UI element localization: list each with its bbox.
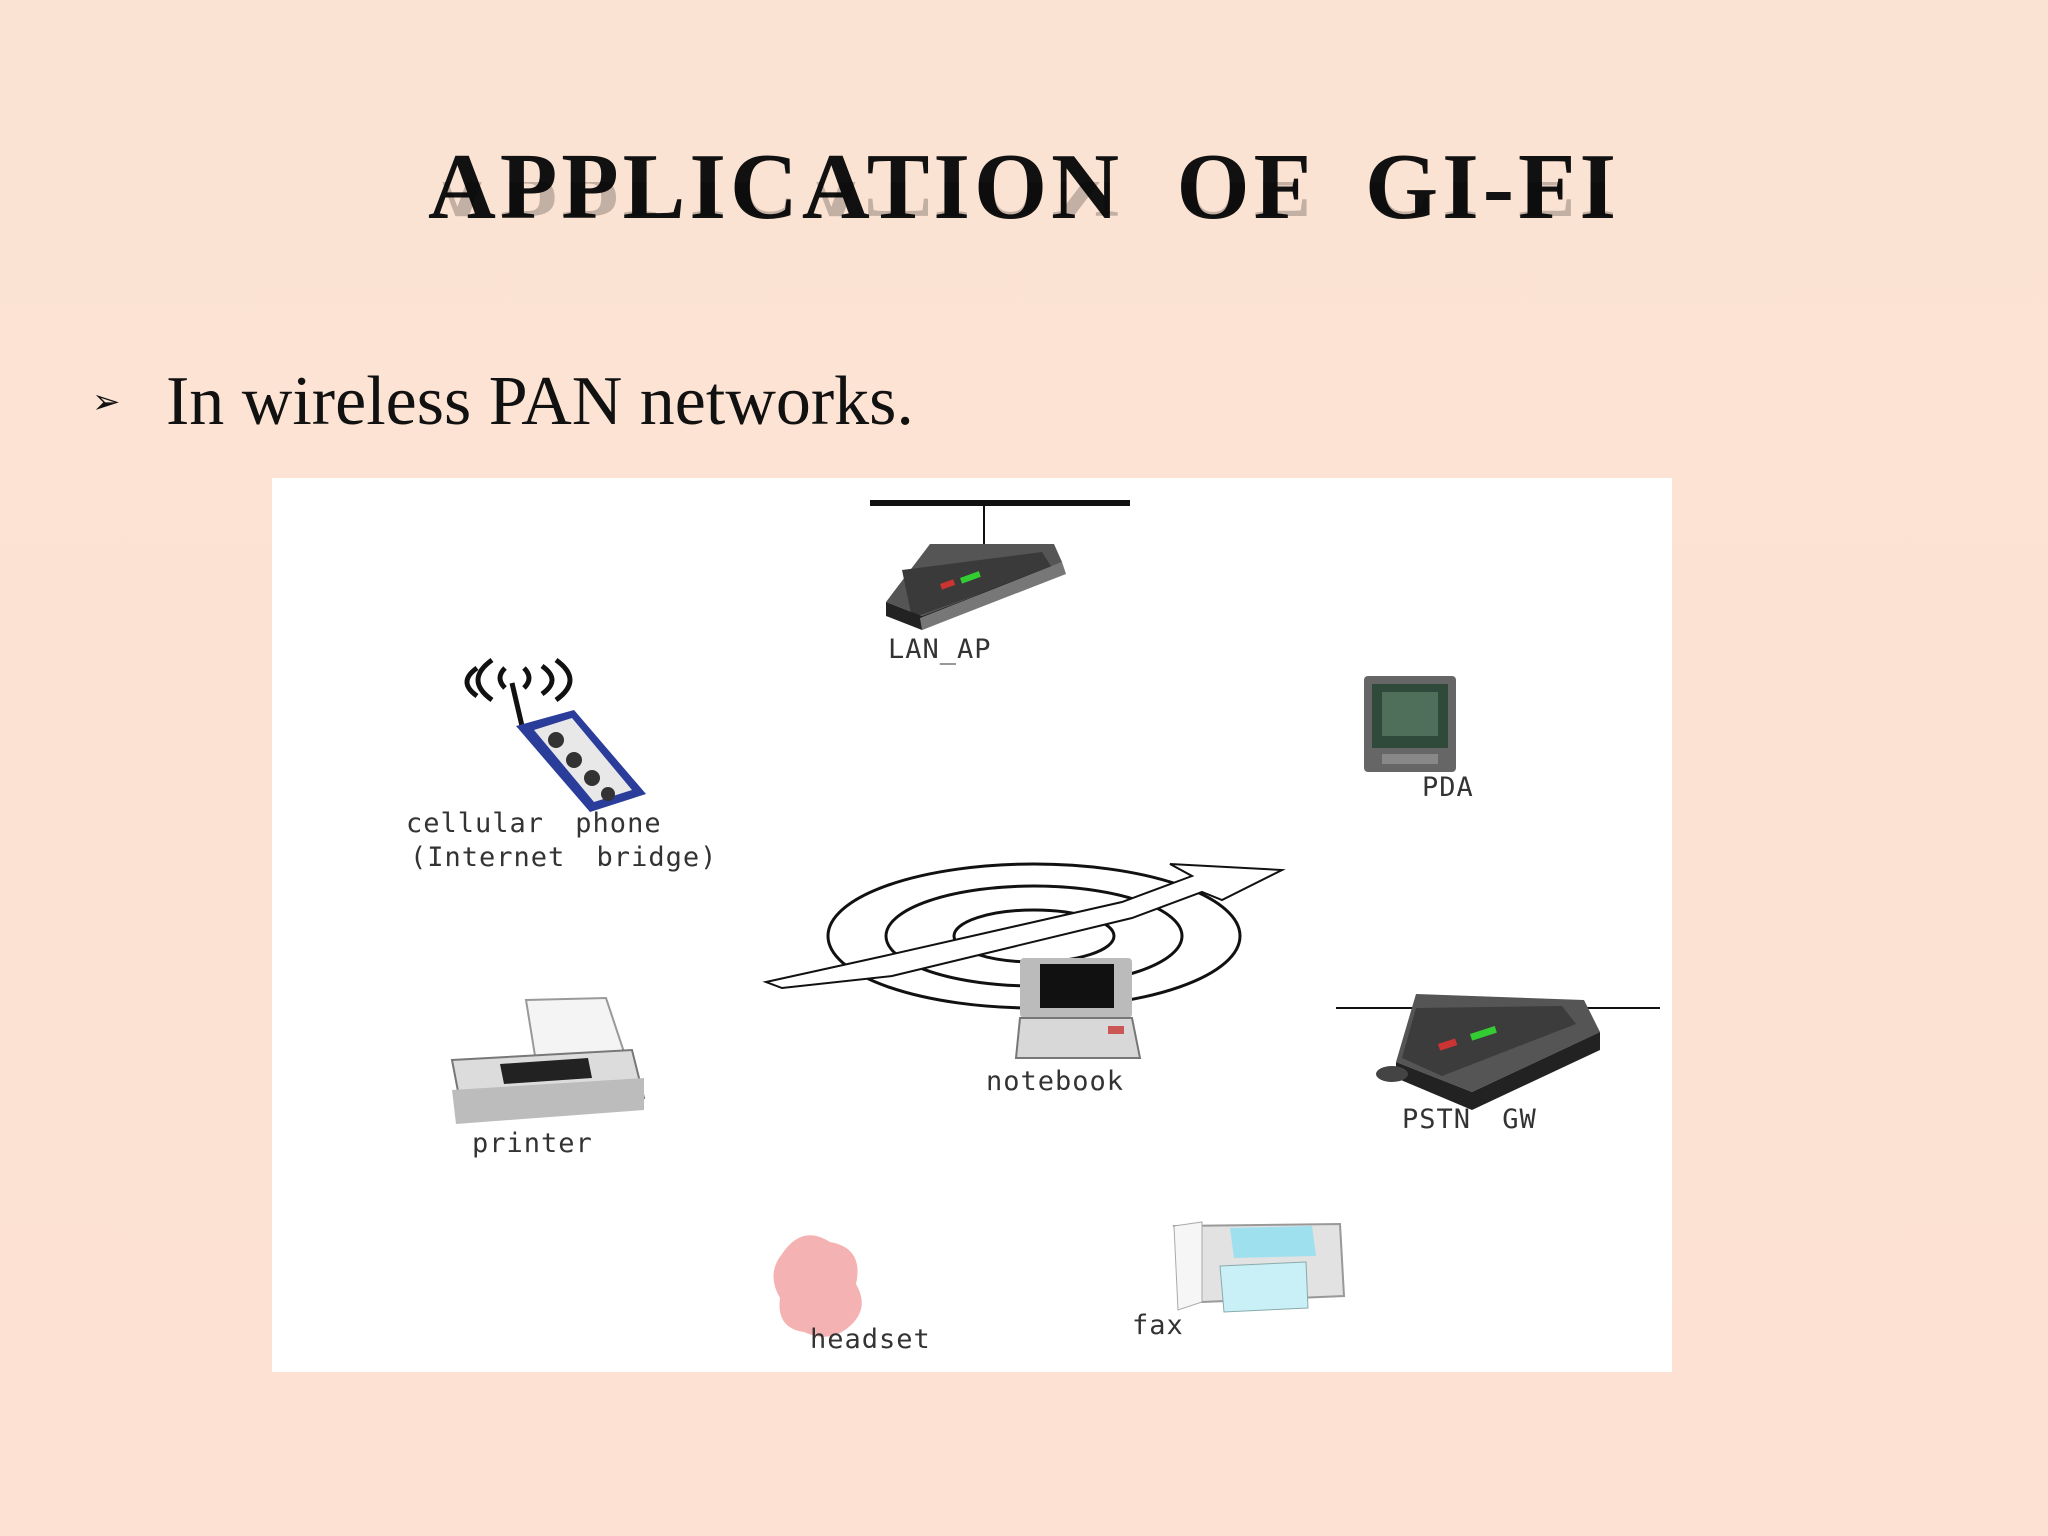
lan-ap-icon bbox=[870, 500, 1130, 630]
fax-icon bbox=[1172, 1221, 1346, 1313]
printer-label: printer bbox=[472, 1128, 593, 1159]
bullet-text: In wireless PAN networks. bbox=[166, 363, 914, 440]
slide-title: APPLICATION OF GI-FI bbox=[0, 140, 2048, 234]
printer-icon bbox=[450, 996, 646, 1124]
fax-label: fax bbox=[1132, 1310, 1184, 1341]
arrow-bullet-icon: ➢ bbox=[92, 382, 121, 422]
headset-label: headset bbox=[810, 1324, 931, 1355]
pan-network-diagram: LAN_AP PDA cellular phone (Internet brid… bbox=[272, 478, 1672, 1372]
cellular-phone-label: cellular phone bbox=[406, 808, 662, 839]
diagram-canvas bbox=[450, 500, 1660, 1337]
cellular-phone-sublabel: (Internet bridge) bbox=[410, 842, 718, 873]
pstn-gateway-icon bbox=[1336, 994, 1660, 1110]
slide-title-text: APPLICATION OF GI-FI bbox=[427, 135, 1621, 239]
title-reflection: APPLICATION OF GI-FI bbox=[0, 182, 2048, 232]
notebook-label: notebook bbox=[986, 1066, 1125, 1097]
bullet-item: ➢ In wireless PAN networks. bbox=[92, 362, 914, 442]
notebook-icon bbox=[1014, 958, 1142, 1059]
headset-icon bbox=[773, 1235, 862, 1337]
cellular-phone-icon bbox=[464, 657, 646, 812]
lan-ap-label: LAN_AP bbox=[888, 634, 992, 665]
radio-waves-icon bbox=[762, 862, 1286, 1010]
pda-icon bbox=[1364, 676, 1456, 772]
pda-label: PDA bbox=[1422, 772, 1474, 803]
pstn-gw-label: PSTN GW bbox=[1402, 1104, 1537, 1135]
